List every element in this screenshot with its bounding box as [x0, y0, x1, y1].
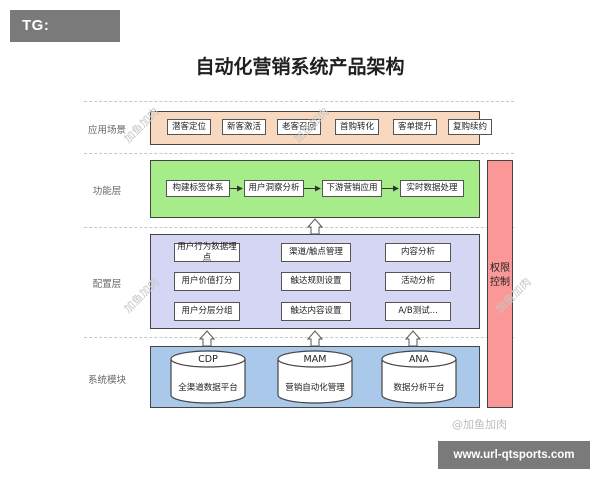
function-box: 构建标签体系: [166, 180, 230, 197]
separator: [84, 227, 514, 228]
diagram-title: 自动化营销系统产品架构: [195, 56, 405, 78]
config-box: 用户价值打分: [174, 272, 240, 291]
database-cylinder-icon: [277, 350, 353, 404]
module-name: 营销自动化管理: [285, 383, 345, 393]
label-app: 应用场景: [87, 125, 126, 136]
module-name: 数据分析平台: [393, 383, 445, 393]
config-box: 用户行为数据埋点: [174, 242, 240, 263]
function-box: 用户洞察分析: [244, 180, 304, 197]
up-arrow-icon: [404, 330, 422, 347]
module-name: 全渠道数据平台: [178, 383, 238, 393]
function-box: 下游营销应用: [322, 180, 382, 197]
config-box: 渠道/触点管理: [281, 243, 351, 262]
app-box: 复购续约: [448, 119, 492, 135]
config-box: 内容分析: [385, 243, 451, 262]
config-box: 触达内容设置: [281, 302, 351, 321]
up-arrow-icon: [198, 330, 216, 347]
config-box: 用户分层分组: [174, 302, 240, 321]
label-system: 系统模块: [87, 375, 126, 386]
database-cylinder-icon: [381, 350, 457, 404]
config-box: A/B测试...: [385, 302, 451, 321]
config-box: 活动分析: [385, 272, 451, 291]
config-box: 触达规则设置: [281, 272, 351, 291]
label-config: 配置层: [92, 279, 122, 290]
up-arrow-icon: [306, 330, 324, 347]
module-code: CDP: [198, 354, 218, 365]
module-code: ANA: [408, 354, 430, 365]
tag-badge: TG: MYYJJPP: [10, 10, 120, 66]
separator: [84, 101, 514, 102]
app-box: 客单提升: [393, 119, 437, 135]
database-cylinder-icon: [170, 350, 246, 404]
function-box: 实时数据处理: [400, 180, 464, 197]
permission-label: 权限控制: [490, 263, 510, 288]
app-box: 新客激活: [222, 119, 266, 135]
watermark-credit: @加鱼加肉: [452, 418, 507, 431]
app-box: 首购转化: [335, 119, 379, 135]
separator: [84, 153, 514, 154]
permission-bar: [487, 160, 513, 408]
app-box: 老客召回: [277, 119, 321, 135]
label-function: 功能层: [92, 186, 122, 197]
module-code: MAM: [303, 354, 327, 365]
url-banner: www.url-qtsports.com: [438, 441, 590, 469]
up-arrow-icon: [306, 218, 324, 235]
separator: [84, 337, 514, 338]
app-box: 潜客定位: [167, 119, 211, 135]
